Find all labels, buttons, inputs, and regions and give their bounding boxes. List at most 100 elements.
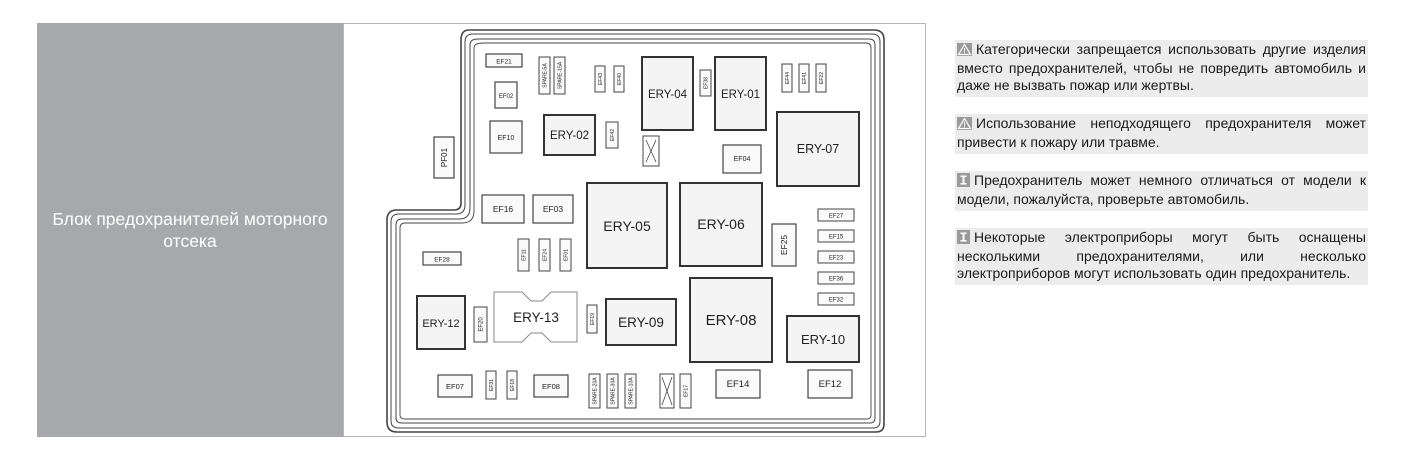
vfuse-ef40 <box>613 65 625 93</box>
warning-icon <box>957 117 972 134</box>
note-info-2: Некоторые электроприборы могут быть осна… <box>955 228 1368 285</box>
vfuse-spare-10a <box>624 373 637 409</box>
fuse-label: EF16 <box>493 204 514 214</box>
sfuse-label: EF23 <box>829 256 844 262</box>
sfuse-label: EF27 <box>829 214 844 220</box>
vfuse-ef18 <box>506 370 518 400</box>
vfuse-spare-30a <box>606 373 619 409</box>
vfuse-ef19 <box>586 304 598 334</box>
vfuse-ef38 <box>699 69 712 97</box>
note-warning-2: Использование неподходящего предохраните… <box>955 114 1368 154</box>
fuse-label: EF07 <box>446 382 464 391</box>
vfuse-ef11 <box>517 238 530 272</box>
fuse-label: EF08 <box>542 382 560 391</box>
relay-label: ERY-09 <box>618 315 664 330</box>
vfuse-label: EF22 <box>819 72 825 84</box>
sfuse-ef36 <box>817 271 855 285</box>
relay-label-ery-13: ERY-13 <box>513 310 559 325</box>
fuse-ef07 <box>437 374 473 398</box>
fuse-label: EF28 <box>434 257 450 264</box>
vfuse-label: EF40 <box>617 73 623 85</box>
vfuse-spare-20a <box>588 373 601 409</box>
info-icon <box>957 230 970 248</box>
fuse-ef08 <box>533 374 569 398</box>
vfuse-label: SPARE-10A <box>629 377 635 405</box>
relay-label: ERY-08 <box>706 312 757 329</box>
vfuse-label: PF01 <box>440 147 449 167</box>
vfuse-ef42 <box>605 121 619 149</box>
fuse-ef02 <box>494 81 518 109</box>
vfuse-label: EF38 <box>704 77 710 89</box>
vfuse-ef17 <box>679 373 692 409</box>
vfuse-label: EF18 <box>510 379 516 391</box>
fuse-label: EF21 <box>496 59 512 66</box>
notes-panel: Категорически запрещается использовать д… <box>955 40 1368 302</box>
sfuse-label: EF36 <box>829 277 844 283</box>
relay-ery-08 <box>689 277 773 363</box>
vertical-fuse-group: SPARE-5A SPARE-15A EF43 EF40 EF38 EF44 E… <box>433 56 827 409</box>
vfuse-label: EF42 <box>610 129 616 141</box>
note-text: Предохранитель может немного отличаться … <box>957 172 1366 207</box>
vfuse-ef24 <box>538 238 551 272</box>
note-info-1: Предохранитель может немного отличаться … <box>955 171 1368 211</box>
vfuse-label: SPARE-5A <box>543 63 549 88</box>
relay-ery-09 <box>605 298 677 346</box>
relay-label: ERY-04 <box>648 89 688 101</box>
vfuse-label: EF19 <box>590 313 596 325</box>
relay-label: ERY-05 <box>603 218 651 234</box>
sfuse-label: EF32 <box>829 298 844 304</box>
vfuse-pf01 <box>433 136 455 179</box>
vfuse-label: EF17 <box>684 385 690 397</box>
relay-label: ERY-06 <box>697 216 745 232</box>
sfuse-ef23 <box>817 250 855 264</box>
relay-ery-05 <box>586 182 668 269</box>
vfuse-label: SPARE-15A <box>558 61 564 89</box>
vfuse-spare-15a <box>553 56 566 95</box>
relay-ery-06 <box>679 182 763 267</box>
note-text: Категорически запрещается использовать д… <box>957 41 1366 93</box>
relay-ery-07 <box>776 111 860 187</box>
vfuse-label: EF01 <box>564 249 570 261</box>
note-text: Использование неподходящего предохраните… <box>957 115 1366 150</box>
fuse-ef12 <box>807 369 853 399</box>
fuse-box-diagram: ERY-04 ERY-01 ERY-02 ERY-07 ERY-05 ERY-0… <box>343 23 926 437</box>
vfuse-ef20 <box>473 306 488 343</box>
fuse-label: EF14 <box>727 379 750 390</box>
relay-group: ERY-04 ERY-01 ERY-02 ERY-07 ERY-05 ERY-0… <box>416 56 860 363</box>
vfuse-ef31 <box>485 370 497 400</box>
vfuse-ef43 <box>594 65 606 93</box>
panel-title: Блок предохранителей моторного отсека <box>52 209 328 251</box>
relay-label: ERY-10 <box>801 332 845 347</box>
fuse-ef03 <box>532 194 574 224</box>
vfuse-label: EF41 <box>802 72 808 84</box>
vfuse-label: EF31 <box>489 379 495 391</box>
relay-ery-04 <box>641 56 694 131</box>
fuse-ef28 <box>422 251 462 266</box>
vfuse-label: SPARE-30A <box>611 377 617 405</box>
fuse-label: EF10 <box>498 135 515 142</box>
fuse-label: EF03 <box>543 204 564 214</box>
fuse-label: EF02 <box>499 94 514 100</box>
vfuse-label: EF11 <box>522 249 528 261</box>
fuse-ef14 <box>715 369 761 399</box>
vfuse-label: EF25 <box>779 235 789 256</box>
vfuse-label: EF43 <box>598 73 604 85</box>
vfuse-spare-5a <box>538 56 551 95</box>
vfuse-ef22 <box>815 63 827 93</box>
note-warning-1: Категорически запрещается использовать д… <box>955 40 1368 97</box>
relay-ery-02 <box>543 114 596 156</box>
sfuse-label: EF15 <box>829 235 844 241</box>
vfuse-ef41 <box>798 63 810 93</box>
vfuse-label: EF24 <box>543 249 549 261</box>
vfuse-ef25 <box>771 223 797 267</box>
sfuse-ef32 <box>817 292 855 306</box>
fuse-ef21 <box>485 53 523 68</box>
fuse-ef04 <box>722 144 762 174</box>
fuse-ef10 <box>489 120 523 154</box>
housing-outline <box>386 29 885 433</box>
fuse-ef16 <box>481 194 525 224</box>
relay-label: ERY-02 <box>550 130 589 142</box>
relay-label: ERY-01 <box>721 89 760 101</box>
vfuse-label: EF20 <box>479 317 485 332</box>
vfuse-ef44 <box>781 63 793 93</box>
